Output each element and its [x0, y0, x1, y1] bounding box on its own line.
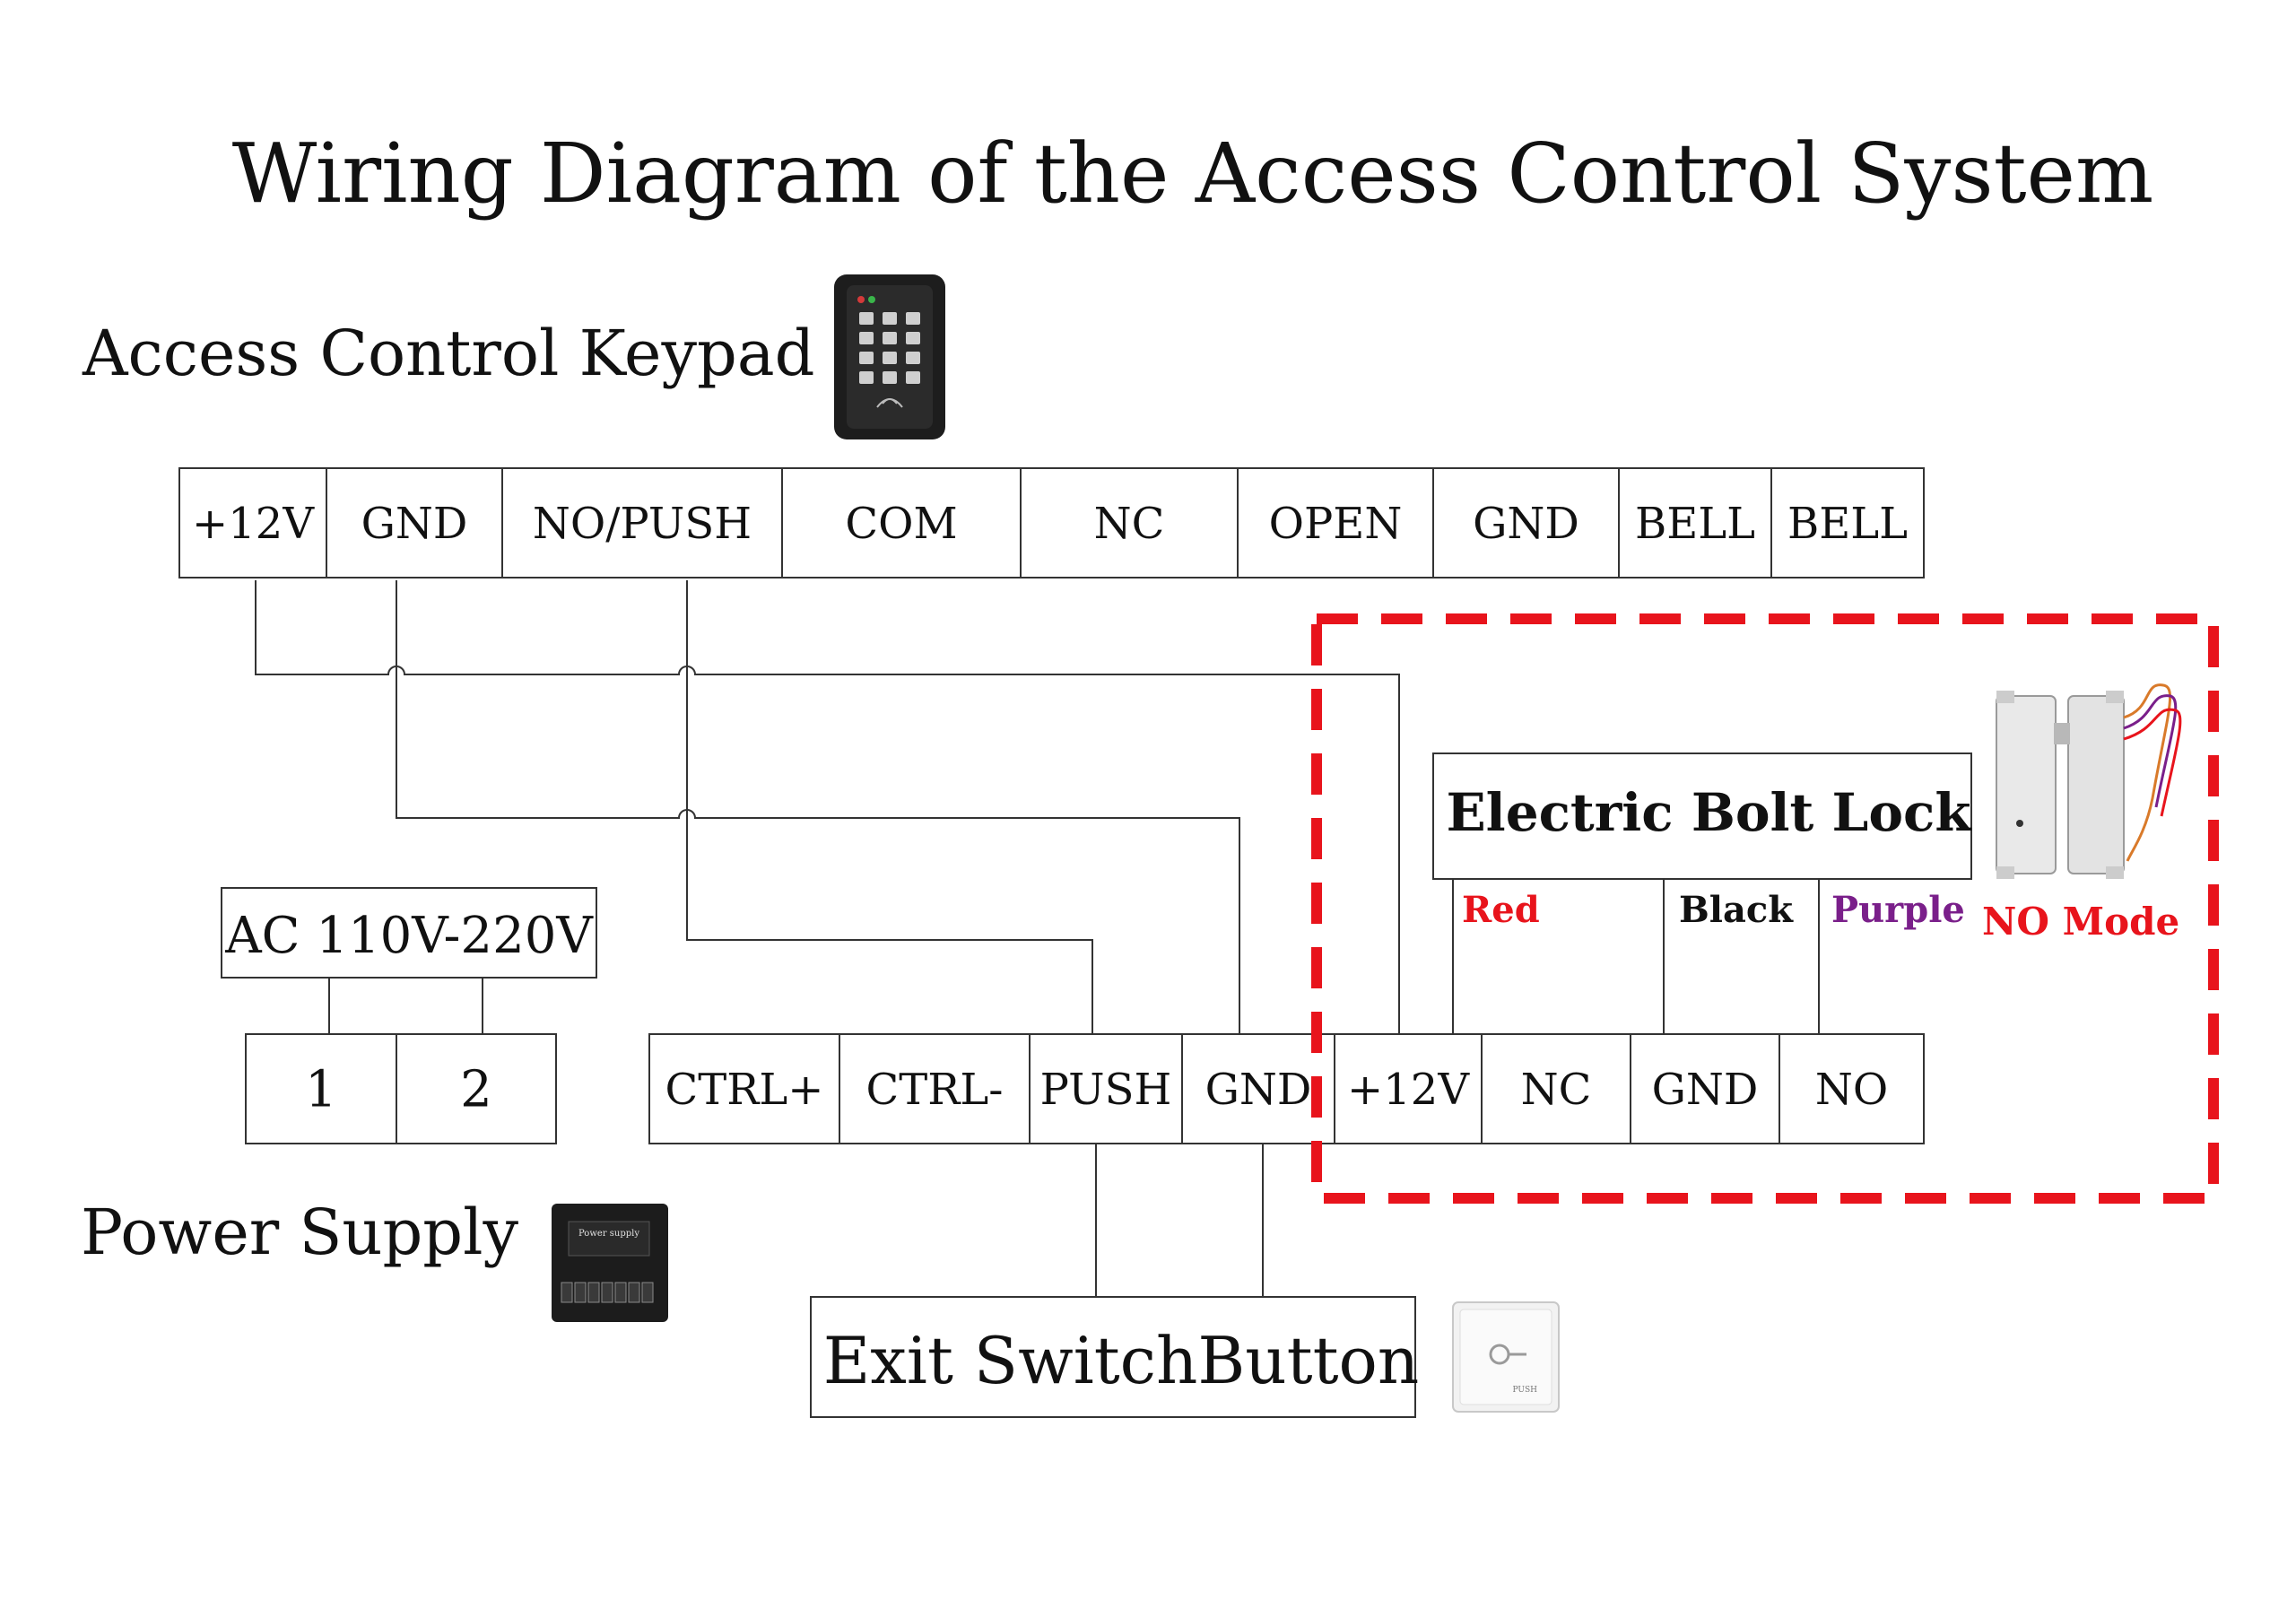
power-supply-terminal-strip: CTRL+ CTRL- PUSH GND +12V NC GND NO: [648, 1033, 1925, 1144]
keypad-terminal-cell: [1432, 467, 1620, 578]
keypad-terminal-label: OPEN: [1269, 499, 1403, 549]
lock-mode-label: NO Mode: [1982, 900, 2179, 944]
keypad-label: Access Control Keypad: [82, 317, 814, 390]
psu-terminal-label: CTRL-: [866, 1065, 1004, 1115]
keypad-terminal-label: COM: [845, 499, 957, 549]
exit-button-device-icon: PUSH: [1452, 1301, 1560, 1413]
keypad-terminal-label: NO/PUSH: [533, 499, 752, 549]
diagram-title: Wiring Diagram of the Access Control Sys…: [232, 126, 2154, 222]
power-supply-device-text: Power supply: [578, 1229, 639, 1239]
lock-wire-black-label: Black: [1679, 889, 1794, 931]
ac-terminal-label: 2: [460, 1061, 492, 1119]
lock-wire-red-label: Red: [1462, 889, 1540, 931]
psu-terminal-cell: [1630, 1033, 1780, 1144]
psu-terminal-cell: [839, 1033, 1031, 1144]
psu-terminal-cell: [1779, 1033, 1925, 1144]
psu-terminal-label: NC: [1521, 1065, 1592, 1115]
bolt-lock-device-icon: [1996, 683, 2182, 879]
exit-switch-button-label: Exit SwitchButton: [823, 1323, 1420, 1398]
psu-terminal-label: NO: [1815, 1065, 1888, 1115]
lock-wiring-highlight-box: [1311, 613, 2219, 1204]
ac-input-label: AC 110V-220V: [224, 907, 594, 965]
keypad-terminal-cell: [1618, 467, 1772, 578]
psu-terminal-cell: [1334, 1033, 1483, 1144]
psu-terminal-label: CTRL+: [665, 1065, 824, 1115]
psu-terminal-cell: [1181, 1033, 1335, 1144]
power-supply-device-icon: Power supply: [552, 1204, 668, 1322]
lock-wire-purple-label: Purple: [1831, 889, 1965, 931]
psu-terminal-cell: [648, 1033, 840, 1144]
psu-terminal-label: +12V: [1347, 1065, 1470, 1115]
ac-terminal-label: 1: [305, 1061, 337, 1119]
psu-terminal-label: PUSH: [1040, 1065, 1172, 1115]
keypad-device-icon: [834, 274, 945, 439]
ac-terminal-cell: [245, 1033, 397, 1144]
keypad-terminal-label: BELL: [1635, 499, 1755, 549]
keypad-terminal-label: +12V: [192, 499, 315, 549]
ac-terminal-cell: [396, 1033, 557, 1144]
keypad-terminal-cell: [501, 467, 783, 578]
keypad-terminal-cell: [781, 467, 1022, 578]
keypad-terminal-label: GND: [361, 499, 468, 549]
keypad-terminal-cell: [1020, 467, 1239, 578]
psu-terminal-label: GND: [1205, 1065, 1312, 1115]
power-supply-label: Power Supply: [81, 1196, 519, 1269]
wiring-lines: [255, 580, 1820, 1297]
keypad-terminal-label: BELL: [1787, 499, 1908, 549]
ac-input-box: [221, 887, 597, 979]
exit-button-device-text: PUSH: [1513, 1386, 1538, 1395]
keypad-terminal-label: GND: [1473, 499, 1579, 549]
electric-bolt-lock-box: [1432, 752, 1972, 880]
psu-terminal-cell: [1029, 1033, 1183, 1144]
keypad-terminal-cell: [1237, 467, 1434, 578]
exit-switch-button-box: [810, 1296, 1416, 1418]
keypad-terminal-label: NC: [1094, 499, 1165, 549]
psu-terminal-label: GND: [1652, 1065, 1759, 1115]
electric-bolt-lock-label: Electric Bolt Lock: [1446, 782, 1972, 843]
keypad-terminal-strip: +12V GND NO/PUSH COM NC OPEN GND BELL BELL: [178, 467, 1925, 578]
keypad-terminal-cell: [1770, 467, 1925, 578]
keypad-terminal-cell: [178, 467, 327, 578]
